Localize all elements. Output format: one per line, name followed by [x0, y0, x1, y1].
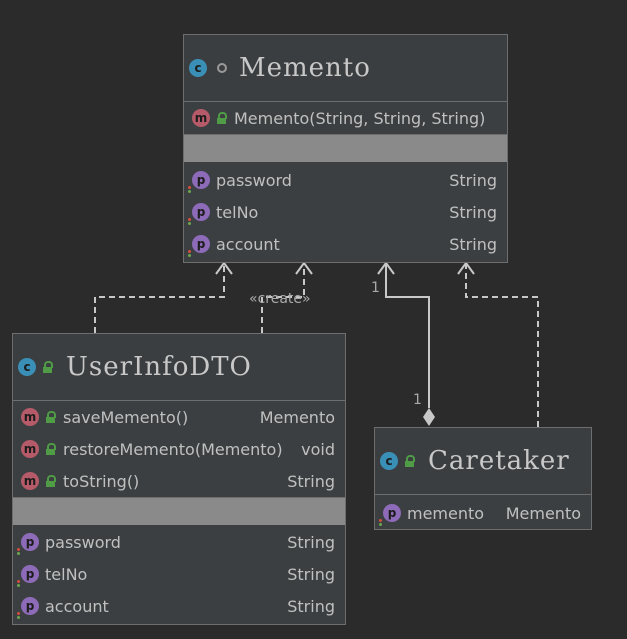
method-name: Memento(String, String, String) — [234, 108, 486, 128]
method-row[interactable]: m saveMemento() Memento — [13, 401, 345, 433]
method-row[interactable]: m restoreMemento(Memento) void — [13, 433, 345, 465]
methods-section: m Memento(String, String, String) — [184, 102, 507, 135]
class-icon: c — [380, 452, 398, 470]
field-name: telNo — [45, 564, 88, 584]
public-lock-icon — [42, 361, 53, 373]
field-icon: p — [188, 171, 210, 193]
field-row[interactable]: p telNo String — [184, 196, 507, 228]
field-icon: p — [17, 597, 39, 619]
field-type: String — [449, 234, 497, 254]
create-dependency-line — [261, 263, 305, 333]
field-type: String — [287, 596, 335, 616]
arrowhead-dependency-right — [457, 261, 475, 275]
class-header: c Memento — [184, 35, 507, 102]
method-name: restoreMemento(Memento) — [63, 439, 283, 459]
dependency-line-userinfodto-memento — [94, 263, 225, 333]
multiplicity-label-caretaker-end: 1 — [413, 392, 422, 408]
field-type: String — [449, 202, 497, 222]
methods-section: m saveMemento() Memento m restoreMemento… — [13, 401, 345, 498]
class-icon: c — [189, 59, 207, 77]
arrowhead-create — [295, 261, 313, 275]
class-header: c Caretaker — [375, 428, 591, 495]
field-name: password — [45, 532, 121, 552]
field-icon: p — [17, 565, 39, 587]
method-row[interactable]: m toString() String — [13, 465, 345, 497]
class-name: Memento — [239, 53, 371, 83]
field-type: String — [287, 532, 335, 552]
create-stereotype-label: «create» — [249, 291, 311, 307]
field-name: account — [45, 596, 109, 616]
field-type: String — [287, 564, 335, 584]
method-type: Memento — [259, 407, 335, 427]
method-icon: m — [21, 440, 39, 458]
field-name: password — [216, 170, 292, 190]
class-header: c UserInfoDTO — [13, 334, 345, 401]
field-row[interactable]: p password String — [184, 164, 507, 196]
empty-section — [13, 498, 345, 525]
empty-section — [184, 135, 507, 162]
field-icon: p — [188, 203, 210, 225]
field-row[interactable]: p telNo String — [13, 558, 345, 590]
method-type: String — [287, 471, 335, 491]
field-icon: p — [379, 504, 401, 526]
dependency-line-caretaker-memento — [465, 263, 539, 427]
field-row[interactable]: p password String — [13, 526, 345, 558]
public-lock-icon — [45, 443, 56, 455]
package-private-icon — [217, 63, 227, 73]
field-name: account — [216, 234, 280, 254]
public-lock-icon — [45, 411, 56, 423]
class-icon: c — [18, 358, 36, 376]
fields-section: p password String p telNo String p accou… — [13, 525, 345, 622]
public-lock-icon — [404, 455, 415, 467]
method-name: toString() — [63, 471, 140, 491]
field-name: memento — [407, 503, 485, 523]
fields-section: p memento Memento — [375, 495, 591, 529]
multiplicity-label-memento-end: 1 — [371, 280, 380, 296]
class-box-userinfodto[interactable]: c UserInfoDTO m saveMemento() Memento m … — [12, 333, 346, 625]
class-box-memento[interactable]: c Memento m Memento(String, String, Stri… — [183, 34, 508, 263]
field-type: Memento — [505, 503, 581, 523]
field-name: telNo — [216, 202, 259, 222]
method-icon: m — [21, 472, 39, 490]
field-row[interactable]: p memento Memento — [375, 497, 591, 529]
arrowhead-dependency-left — [215, 261, 233, 275]
field-row[interactable]: p account String — [184, 228, 507, 260]
method-icon: m — [192, 109, 210, 127]
method-icon: m — [21, 408, 39, 426]
field-icon: p — [188, 235, 210, 257]
public-lock-icon — [216, 112, 227, 124]
method-type: void — [301, 439, 335, 459]
composition-line — [385, 263, 430, 408]
class-name: Caretaker — [428, 446, 570, 476]
composition-diamond — [423, 408, 435, 426]
arrowhead-association — [377, 261, 395, 275]
field-row[interactable]: p account String — [13, 590, 345, 622]
public-lock-icon — [45, 475, 56, 487]
fields-section: p password String p telNo String p accou… — [184, 162, 507, 260]
class-name: UserInfoDTO — [66, 352, 252, 382]
field-icon: p — [17, 533, 39, 555]
method-name: saveMemento() — [63, 407, 189, 427]
field-type: String — [449, 170, 497, 190]
method-row[interactable]: m Memento(String, String, String) — [184, 102, 507, 134]
class-box-caretaker[interactable]: c Caretaker p memento Memento — [374, 427, 592, 530]
